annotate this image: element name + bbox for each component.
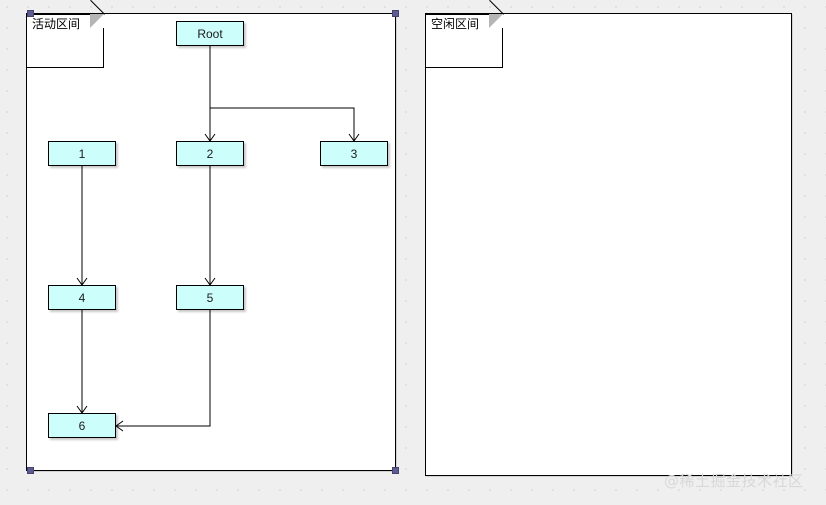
node-2[interactable]: 2 (176, 141, 244, 166)
node-2-label: 2 (206, 146, 214, 161)
selection-handle-top-right[interactable] (392, 10, 399, 17)
note-fold-icon (90, 14, 104, 28)
panel-idle-region-note: 空闲区间 (425, 0, 504, 68)
panel-active-region-note: 活动区间 (26, 0, 105, 68)
node-4-label: 4 (78, 290, 86, 305)
panel-active-region-label: 活动区间 (32, 17, 81, 31)
node-5[interactable]: 5 (176, 285, 244, 310)
note-fold-edge (487, 0, 504, 29)
node-3[interactable]: 3 (320, 141, 388, 166)
watermark: @稀土掘金技术社区 (664, 472, 804, 490)
note-top-edge (27, 14, 90, 15)
note-fold-icon (489, 14, 503, 28)
panel-active-region[interactable] (26, 13, 396, 471)
node-1[interactable]: 1 (48, 141, 116, 166)
note-right-edge (502, 28, 503, 67)
node-6-label: 6 (78, 418, 86, 433)
selection-handle-bottom-right[interactable] (392, 467, 399, 474)
selection-handle-top-left[interactable] (27, 10, 34, 17)
panel-idle-region[interactable] (425, 13, 792, 476)
node-6[interactable]: 6 (48, 413, 116, 438)
node-4[interactable]: 4 (48, 285, 116, 310)
selection-handle-bottom-left[interactable] (27, 467, 34, 474)
node-3-label: 3 (350, 146, 358, 161)
panel-idle-region-label: 空闲区间 (431, 17, 480, 31)
note-top-edge (426, 14, 489, 15)
note-fold-edge (88, 0, 105, 29)
note-right-edge (103, 28, 104, 67)
node-root[interactable]: Root (176, 21, 244, 46)
node-5-label: 5 (206, 290, 214, 305)
node-1-label: 1 (78, 146, 86, 161)
node-root-label: Root (197, 26, 223, 41)
